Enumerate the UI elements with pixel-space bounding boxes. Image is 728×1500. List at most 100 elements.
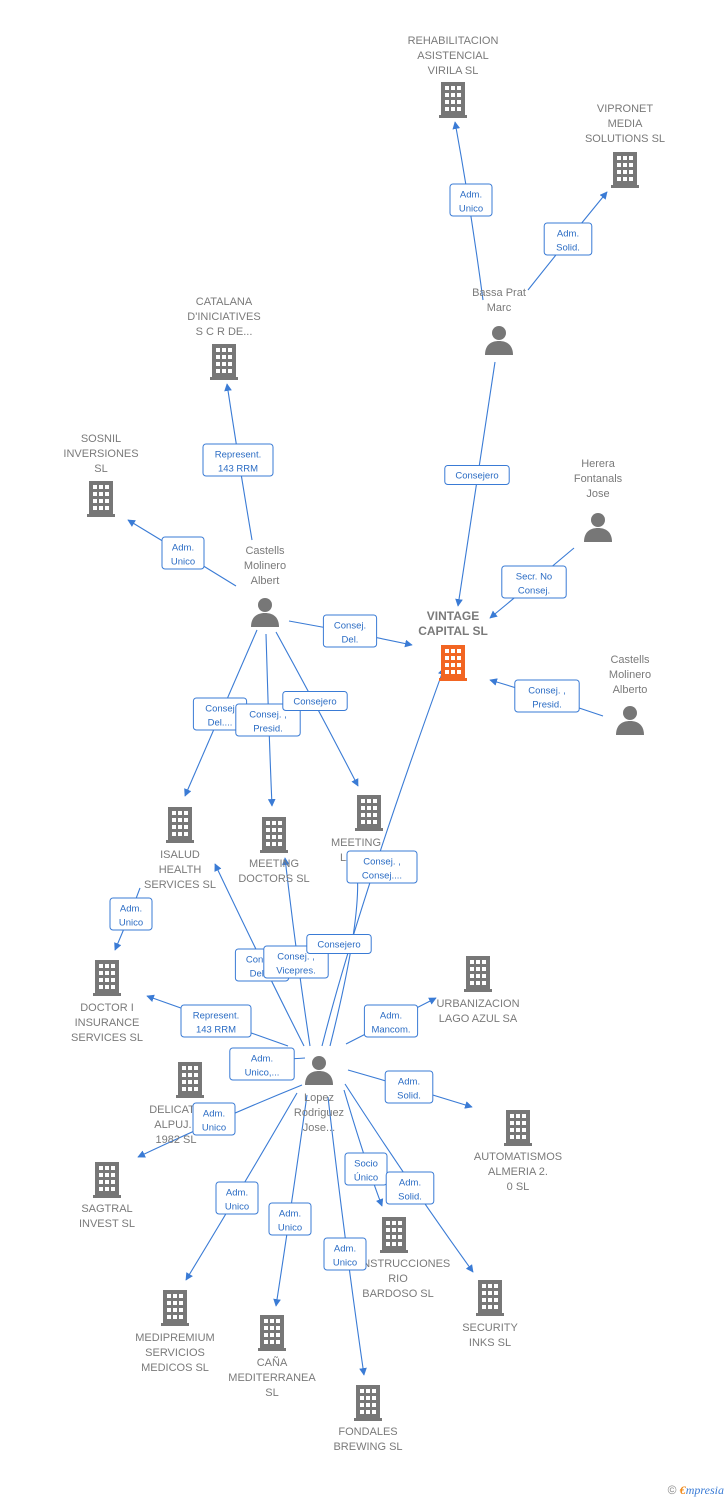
building-icon: [476, 1280, 504, 1316]
edge-label-text: 143 RRM: [196, 1025, 236, 1036]
edge-label-bassa-vintage[interactable]: Consejero: [444, 465, 510, 485]
node-label: SOLUTIONS SL: [585, 133, 665, 145]
node-label: SL: [265, 1387, 278, 1399]
edge-label-castells_albert-sosnil[interactable]: Adm. Unico: [161, 536, 205, 570]
footer-brand[interactable]: © €mpresia: [668, 1483, 724, 1498]
node-label: 0 SL: [507, 1181, 530, 1193]
edge-label-text: Del....: [208, 718, 233, 729]
node-label: SERVICES SL: [144, 879, 216, 891]
edge-label-text: Adm.: [172, 543, 194, 554]
edge-label-text: Consej. ,: [277, 952, 315, 963]
edge-label-castells_albert-vintage[interactable]: Consej.Del.: [322, 614, 378, 648]
node-label: Herera: [581, 458, 616, 470]
node-label: DOCTOR I: [80, 1002, 134, 1014]
edge-label-text: Adm.: [398, 1077, 420, 1088]
edge-label-text: Adm.: [460, 190, 482, 201]
node-label: MEDICOS SL: [141, 1362, 209, 1374]
edge-label-bassa-vipronet[interactable]: Adm.Solid.: [543, 222, 593, 256]
edge-label-bassa-rehab[interactable]: Adm. Unico: [449, 183, 493, 217]
company-node-doctori[interactable]: DOCTOR I INSURANCE SERVICES SL: [71, 960, 143, 1044]
node-label: BARDOSO SL: [362, 1288, 434, 1300]
node-label: Molinero: [609, 669, 651, 681]
edge-label-castells_albert-isalud[interactable]: ConsejDel....: [192, 697, 248, 731]
edge-label-text: Unico: [459, 204, 483, 215]
edge-label-lopez-delicat[interactable]: Adm.Unico,...: [229, 1047, 295, 1081]
edge-label-lopez-doctori[interactable]: Represent.143 RRM: [180, 1004, 252, 1038]
edge-label-text: Adm.: [279, 1209, 301, 1220]
building-icon: [611, 152, 639, 188]
node-label: Bassa Prat: [472, 287, 526, 299]
node-label: SERVICES SL: [71, 1032, 143, 1044]
node-label: Lopez: [304, 1092, 334, 1104]
node-label: ISALUD: [160, 849, 200, 861]
edge-label-text: Unico: [225, 1202, 249, 1213]
edge-label-box: [202, 443, 274, 477]
node-label: VINTAGE: [427, 609, 479, 623]
brand-logo: €mpresia: [679, 1483, 724, 1497]
edge-label-lopez-automatismos[interactable]: Adm. Solid.: [384, 1070, 434, 1104]
edge-label-box: [215, 1181, 259, 1215]
node-label: SERVICIOS: [145, 1347, 205, 1359]
node-label: SAGTRAL: [81, 1203, 132, 1215]
edge-label-castells_albert-meeting_doctors[interactable]: Consej. ,Presid.: [235, 703, 301, 737]
edge-label-castells_alberto-vintage[interactable]: Consej. ,Presid.: [514, 679, 580, 713]
edge-label-isalud-doctori[interactable]: Adm.Unico: [109, 897, 153, 931]
node-label: MEDIA: [608, 118, 644, 130]
edge-label-text: Consej.: [334, 621, 366, 632]
building-icon: [176, 1062, 204, 1098]
building-icon: [210, 344, 238, 380]
node-label: DOCTORS SL: [238, 873, 309, 885]
edge-label-text: Unico,...: [245, 1068, 280, 1079]
edge-label-lopez-fondales[interactable]: Adm.Unico: [323, 1237, 367, 1271]
edge-line-lopez-construcciones: [343, 1089, 384, 1207]
edge-label-text: Adm.: [380, 1011, 402, 1022]
edge-label-lopez-meeting_law[interactable]: Consej. ,Consej....: [346, 850, 418, 884]
edge-label-lopez-medipremium[interactable]: Adm.Unico: [215, 1181, 259, 1215]
node-label: INKS SL: [469, 1337, 511, 1349]
edge-label-box: [449, 183, 493, 217]
edge-label-lopez-vintage[interactable]: Consejero: [306, 934, 372, 954]
edge-label-lopez-cana[interactable]: Adm.Unico: [268, 1202, 312, 1236]
edge-label-lopez-security[interactable]: Adm.Solid.: [385, 1171, 435, 1205]
person-node-lopez[interactable]: LopezRodriguezJose...: [294, 1056, 344, 1134]
node-label: ALPUJ...: [154, 1119, 197, 1131]
edge-label-box: [282, 691, 348, 711]
edge-label-lopez-urbanizacion[interactable]: Adm.Mancom.: [363, 1004, 419, 1038]
edge-label-text: Solid.: [397, 1091, 421, 1102]
node-label: INSURANCE: [75, 1017, 140, 1029]
edge-label-text: Consej. ,: [363, 857, 401, 868]
edge-label-castells_albert-meeting_law[interactable]: Consejero: [282, 691, 348, 711]
node-label: SOSNIL: [81, 433, 121, 445]
node-label: SL: [94, 463, 107, 475]
edge-label-text: Consejero: [317, 940, 360, 951]
building-icon: [439, 82, 467, 118]
building-icon: [439, 645, 467, 681]
edge-label-lopez-sagtral[interactable]: Adm.Unico: [192, 1102, 236, 1136]
edge-label-text: Consejero: [455, 471, 498, 482]
company-node-delicat[interactable]: DELICAT...ALPUJ...1982 SL: [149, 1062, 204, 1146]
edge-label-text: Unico: [171, 557, 195, 568]
edge-label-castells_albert-catalana[interactable]: Represent.143 RRM: [202, 443, 274, 477]
